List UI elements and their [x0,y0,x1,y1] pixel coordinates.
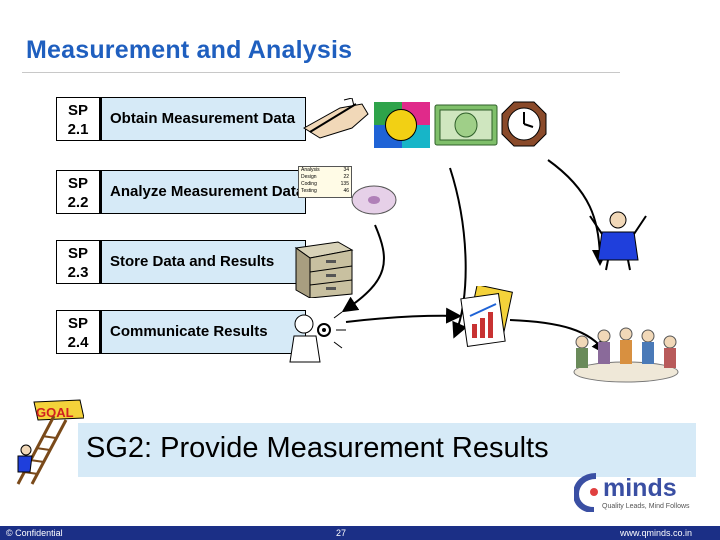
practice-row-sp22[interactable]: SP 2.2 Analyze Measurement Data [56,170,306,216]
practice-code: SP 2.3 [56,240,100,284]
logo-wordmark: minds [603,474,677,502]
speaker-icon [289,311,346,363]
practice-separator [100,310,102,354]
report-chart-icon [460,286,513,347]
practice-label: Analyze Measurement Data [100,170,306,214]
goal-ladder-icon [16,399,84,485]
practice-code-number: 2.4 [67,334,89,351]
practice-code: SP 2.1 [56,97,100,141]
practice-code-number: 2.2 [67,194,89,211]
puzzle-icon [374,102,430,148]
meeting-group-icon [573,327,679,383]
spreadsheet-row: Analysis 34 [299,167,351,174]
practice-code-sp: SP [67,245,88,262]
footer-url[interactable]: www.qminds.co.in [620,528,693,538]
practice-row-sp23[interactable]: SP 2.3 Store Data and Results [56,240,306,286]
practice-code-sp: SP [67,102,88,119]
practice-code-number: 2.1 [67,121,89,138]
practice-row-sp21[interactable]: SP 2.1 Obtain Measurement Data [56,97,306,143]
qminds-logo-icon [574,473,598,512]
spreadsheet-row: Coding 135 [299,181,351,188]
title-divider [22,72,620,73]
arrow-communicate-to-report [345,307,462,324]
row-label: Analysis [301,167,320,173]
goal-text: SG2: Provide Measurement Results [86,432,549,464]
practice-code: SP 2.2 [56,170,100,214]
row-value: 135 [340,181,349,187]
manager-figure-icon [589,211,647,271]
practice-label: Communicate Results [100,310,306,354]
goal-banner: SG2: Provide Measurement Results [78,423,696,477]
filing-cabinet-icon [294,241,354,298]
disk-icon [351,185,397,215]
row-label: Testing [301,188,317,194]
logo-tagline: Quality Leads, Mind Follows [602,503,690,510]
clock-icon [501,101,547,147]
practice-row-sp24[interactable]: SP 2.4 Communicate Results [56,310,306,356]
row-label: Design [301,174,317,180]
footer-bar: © Confidential 27 www.qminds.co.in [0,526,720,540]
spreadsheet-row: Testing 46 [299,188,351,195]
footer-confidential: © Confidential [6,528,63,538]
spreadsheet-row: Design 22 [299,174,351,181]
footer-page-number: 27 [336,528,347,538]
arrow-analyze-to-store [341,224,385,313]
practice-code-sp: SP [67,175,88,192]
writing-hand-icon [303,98,369,139]
spreadsheet-thumbnail: Analysis 34 Design 22 Coding 135 Testing 46 [298,166,352,198]
practice-separator [100,170,102,214]
practice-separator [100,240,102,284]
row-value: 22 [343,174,349,180]
goal-badge-label: GOAL [36,405,74,420]
dollar-bill-icon [434,104,498,146]
practice-label: Obtain Measurement Data [100,97,306,141]
practice-label: Store Data and Results [100,240,306,284]
slide-title: Measurement and Analysis [26,36,353,64]
practice-code-number: 2.3 [67,264,89,281]
practice-separator [100,97,102,141]
row-value: 34 [343,167,349,173]
row-label: Coding [301,181,317,187]
practice-code-sp: SP [67,315,88,332]
practice-code: SP 2.4 [56,310,100,354]
row-value: 46 [343,188,349,194]
